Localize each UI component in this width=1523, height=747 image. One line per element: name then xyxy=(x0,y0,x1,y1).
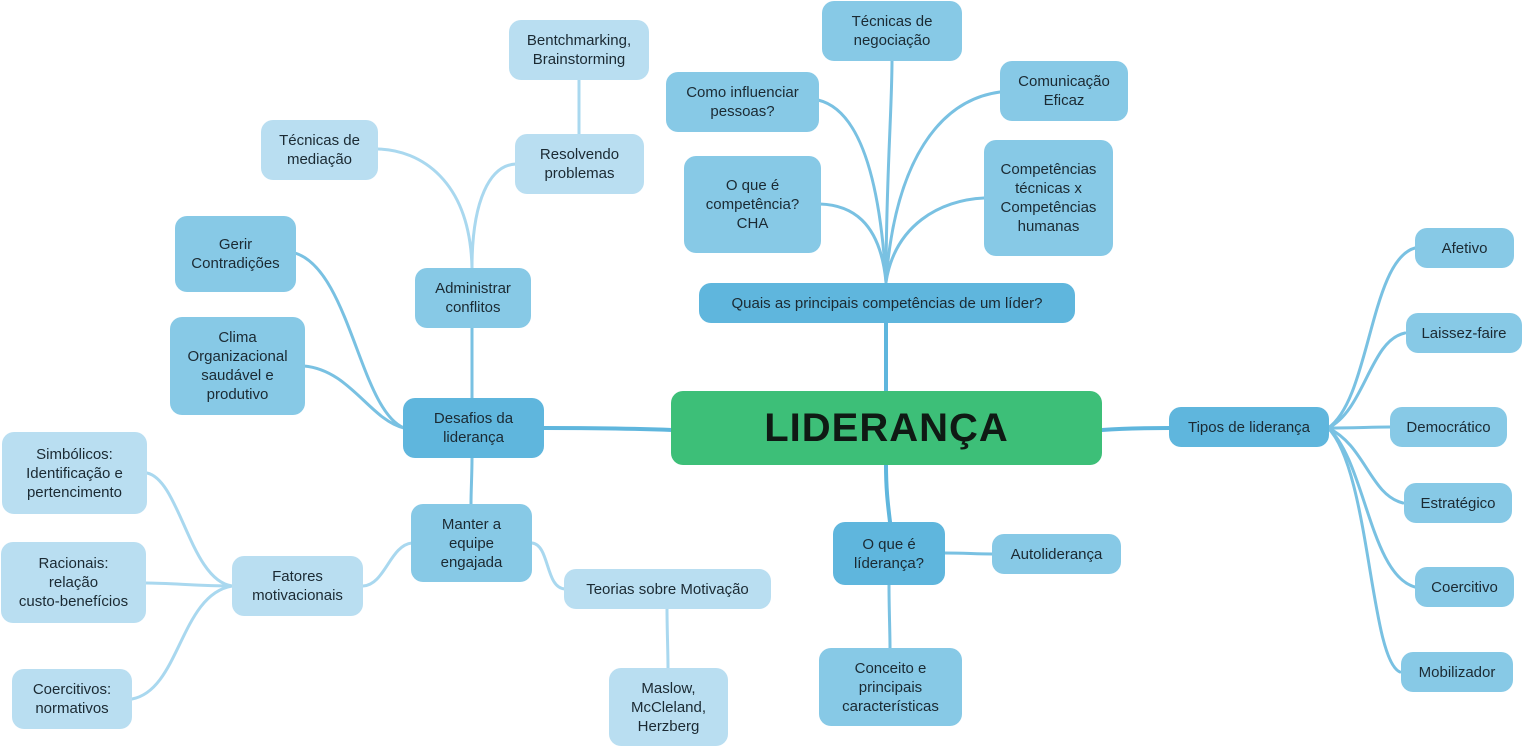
link-tipos-afetivo xyxy=(1326,246,1417,430)
link-tipos-mobilizador xyxy=(1326,426,1402,674)
node-afetivo[interactable]: Afetivo xyxy=(1415,228,1514,268)
node-gerir-contradicoes[interactable]: Gerir Contradições xyxy=(175,216,296,292)
node-autolideranca[interactable]: Autoliderança xyxy=(992,534,1121,574)
link-oque-conceito xyxy=(887,583,892,650)
link-comp-influenciar xyxy=(816,98,888,284)
node-desafios-lideranca[interactable]: Desafios da liderança xyxy=(403,398,544,458)
link-desafios-clima xyxy=(302,364,406,430)
link-adm-mediacao xyxy=(376,147,474,270)
link-comp-tecnicas xyxy=(884,196,986,284)
node-tipos-lideranca[interactable]: Tipos de liderança xyxy=(1169,407,1329,447)
node-tecnicas-negociacao[interactable]: Técnicas de negociação xyxy=(822,1,962,61)
node-simbolicos[interactable]: Simbólicos: Identificação e pertenciment… xyxy=(2,432,147,514)
node-teorias-motivacao[interactable]: Teorias sobre Motivação xyxy=(564,569,771,609)
node-tecnicas-mediacao[interactable]: Técnicas de mediação xyxy=(261,120,378,180)
node-democratico[interactable]: Democrático xyxy=(1390,407,1507,447)
link-tipos-estrategico xyxy=(1326,426,1405,505)
node-administrar-conflitos[interactable]: Administrar conflitos xyxy=(415,268,531,328)
link-root-oque-lideranca xyxy=(884,463,892,524)
node-o-que-e-competencia[interactable]: O que é competência? CHA xyxy=(684,156,821,253)
node-maslow-mccleland-herzberg[interactable]: Maslow, McCleland, Herzberg xyxy=(609,668,728,746)
node-racionais[interactable]: Racionais: relação custo-benefícios xyxy=(1,542,146,623)
link-teorias-maslow xyxy=(665,606,670,670)
node-mobilizador[interactable]: Mobilizador xyxy=(1401,652,1513,692)
node-quais-competencias[interactable]: Quais as principais competências de um l… xyxy=(699,283,1075,323)
link-oque-autolideranca xyxy=(942,551,994,556)
node-comunicacao-eficaz[interactable]: Comunicação Eficaz xyxy=(1000,61,1128,121)
node-fatores-motivacionais[interactable]: Fatores motivacionais xyxy=(232,556,363,616)
node-competencias-tecnicas-humanas[interactable]: Competências técnicas x Competências hum… xyxy=(984,140,1113,256)
node-resolvendo-problemas[interactable]: Resolvendo problemas xyxy=(515,134,644,194)
node-bentchmarking-brainstorming[interactable]: Bentchmarking, Brainstorming xyxy=(509,20,649,80)
link-fatores-simbolicos xyxy=(145,471,234,588)
link-manter-teorias xyxy=(530,541,567,591)
node-coercitivo[interactable]: Coercitivo xyxy=(1415,567,1514,607)
link-comp-comunicacao xyxy=(884,90,1002,284)
link-tipos-democratico xyxy=(1326,425,1392,430)
node-o-que-e-lideranca[interactable]: O que é líderança? xyxy=(833,522,945,585)
node-conceito-caracteristicas[interactable]: Conceito e principais características xyxy=(819,648,962,726)
node-como-influenciar[interactable]: Como influenciar pessoas? xyxy=(666,72,819,132)
link-manter-fatores xyxy=(361,541,414,588)
link-desafios-manter xyxy=(469,456,474,506)
node-manter-equipe[interactable]: Manter a equipe engajada xyxy=(411,504,532,582)
link-root-desafios xyxy=(542,426,674,432)
node-coercitivos-normativos[interactable]: Coercitivos: normativos xyxy=(12,669,132,729)
link-fatores-racionais xyxy=(144,581,234,588)
link-comp-negociacao xyxy=(884,58,894,284)
link-tipos-laissez xyxy=(1326,331,1407,430)
root-node-lideranca[interactable]: LIDERANÇA xyxy=(671,391,1102,465)
link-desafios-gerir xyxy=(293,251,406,430)
node-clima-organizacional[interactable]: Clima Organizacional saudável e produtiv… xyxy=(170,317,305,415)
link-adm-resolvendo xyxy=(470,162,518,270)
node-laissez-faire[interactable]: Laissez-faire xyxy=(1406,313,1522,353)
link-root-tipos xyxy=(1100,426,1172,432)
link-fatores-coercitivos xyxy=(130,584,234,701)
link-comp-competencia xyxy=(818,202,888,284)
node-estrategico[interactable]: Estratégico xyxy=(1404,483,1512,523)
